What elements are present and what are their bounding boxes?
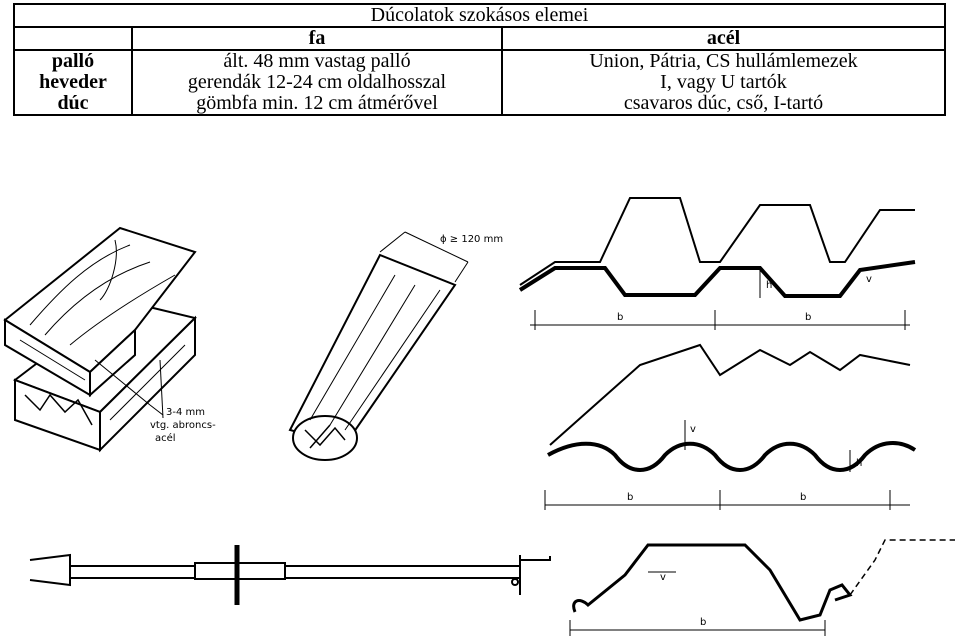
row-fa: gerendák 12-24 cm oldalhosszal [131,72,503,93]
dim-v-2: v [690,424,696,435]
row-acel: Union, Pátria, CS hullámlemezek [501,50,946,72]
plank-note-2: vtg. abroncs- [150,420,216,431]
dim-b-5: b [700,617,706,628]
table-row: dúc gömbfa min. 12 cm átmérővel csavaros… [13,93,946,116]
row-label: palló [13,50,133,72]
screw-strut-drawing [29,545,551,605]
table-row: palló ált. 48 mm vastag palló Union, Pát… [13,50,946,72]
plank-note-1: 3-4 mm [166,407,205,418]
trapezoid-sheet-drawing [518,197,916,330]
table-title: Dúcolatok szokásos elemei [13,3,946,28]
row-label: heveder [13,72,133,93]
round-log-drawing [288,231,469,461]
dim-h-2: h [856,458,862,469]
dim-v-1: v [866,274,872,285]
row-fa: ált. 48 mm vastag palló [131,50,503,72]
row-label: dúc [13,93,133,116]
dim-v-3: v [660,572,666,583]
row-acel: I, vagy U tartók [501,72,946,93]
dim-b-1: b [617,312,623,323]
dim-b-4: b [800,492,806,503]
row-acel: csavaros dúc, cső, I-tartó [501,93,946,116]
sheet-pile-drawing [569,539,955,636]
dim-h-1: h [766,280,772,291]
dim-b-2: b [805,312,811,323]
dim-b-3: b [627,492,633,503]
row-fa: gömbfa min. 12 cm átmérővel [131,93,503,116]
table-row: heveder gerendák 12-24 cm oldalhosszal I… [13,72,946,93]
header-empty [13,26,133,51]
log-diameter-label: ϕ ≥ 120 mm [440,234,503,245]
corrugated-sheet-drawing [544,343,917,510]
header-fa: fa [131,26,503,51]
elements-table: Dúcolatok szokásos elemei fa acél palló … [13,3,946,116]
timber-plank-drawing [3,226,197,453]
plank-note-3: acél [155,432,176,444]
header-acel: acél [501,26,946,51]
